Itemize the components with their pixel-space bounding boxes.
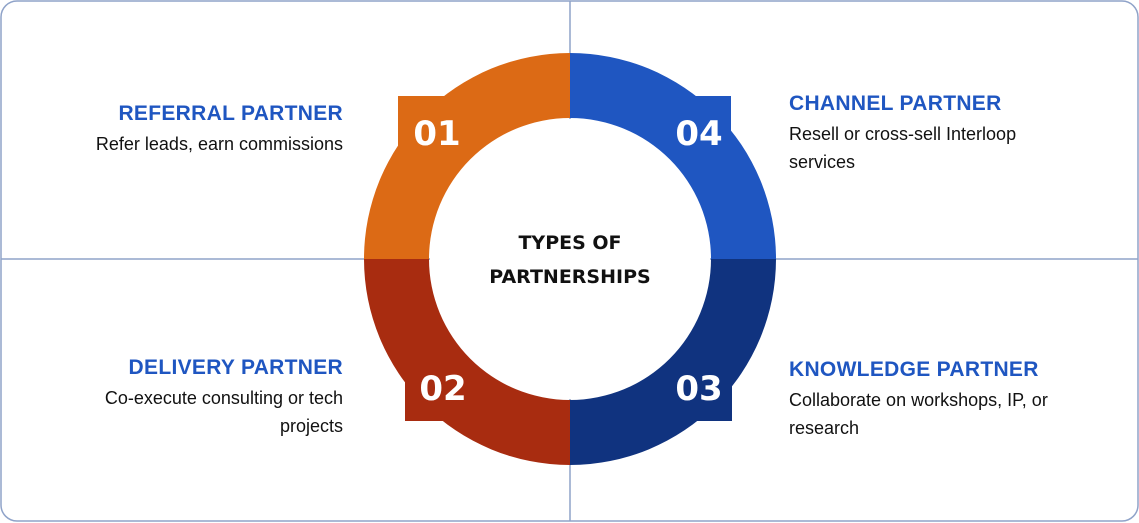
- center-label-line2: PARTNERSHIPS: [489, 266, 650, 288]
- referral-partner-block: REFERRAL PARTNER Refer leads, earn commi…: [23, 102, 343, 158]
- referral-partner-title: REFERRAL PARTNER: [118, 102, 343, 125]
- number-02: 02: [419, 369, 466, 409]
- referral-partner-desc: Refer leads, earn commissions: [95, 134, 343, 154]
- tab-04: [670, 96, 731, 150]
- channel-partner-title: CHANNEL PARTNER: [789, 92, 1002, 115]
- channel-partner-block: CHANNEL PARTNER Resell or cross-sell Int…: [789, 92, 1079, 176]
- center-label-line1: TYPES OF: [518, 232, 621, 254]
- number-01: 01: [413, 114, 460, 154]
- delivery-partner-title: DELIVERY PARTNER: [128, 356, 343, 379]
- delivery-partner-block: DELIVERY PARTNER Co-execute consulting o…: [53, 356, 343, 440]
- ring-segment-01: [364, 53, 570, 259]
- tab-02: [405, 372, 467, 421]
- ring-segment-03: [570, 259, 776, 465]
- ring-segment-04: [570, 53, 776, 259]
- delivery-partner-desc: Co-execute consulting or tech projects: [104, 388, 343, 436]
- knowledge-partner-title: KNOWLEDGE PARTNER: [789, 358, 1039, 381]
- tab-03: [670, 372, 732, 421]
- number-04: 04: [675, 114, 722, 154]
- number-03: 03: [675, 369, 722, 409]
- knowledge-partner-desc: Collaborate on workshops, IP, or researc…: [789, 390, 1048, 438]
- tab-01: [398, 96, 460, 150]
- ring-segment-02: [364, 259, 570, 465]
- channel-partner-desc: Resell or cross-sell Interloop services: [789, 124, 1017, 172]
- knowledge-partner-block: KNOWLEDGE PARTNER Collaborate on worksho…: [789, 358, 1089, 442]
